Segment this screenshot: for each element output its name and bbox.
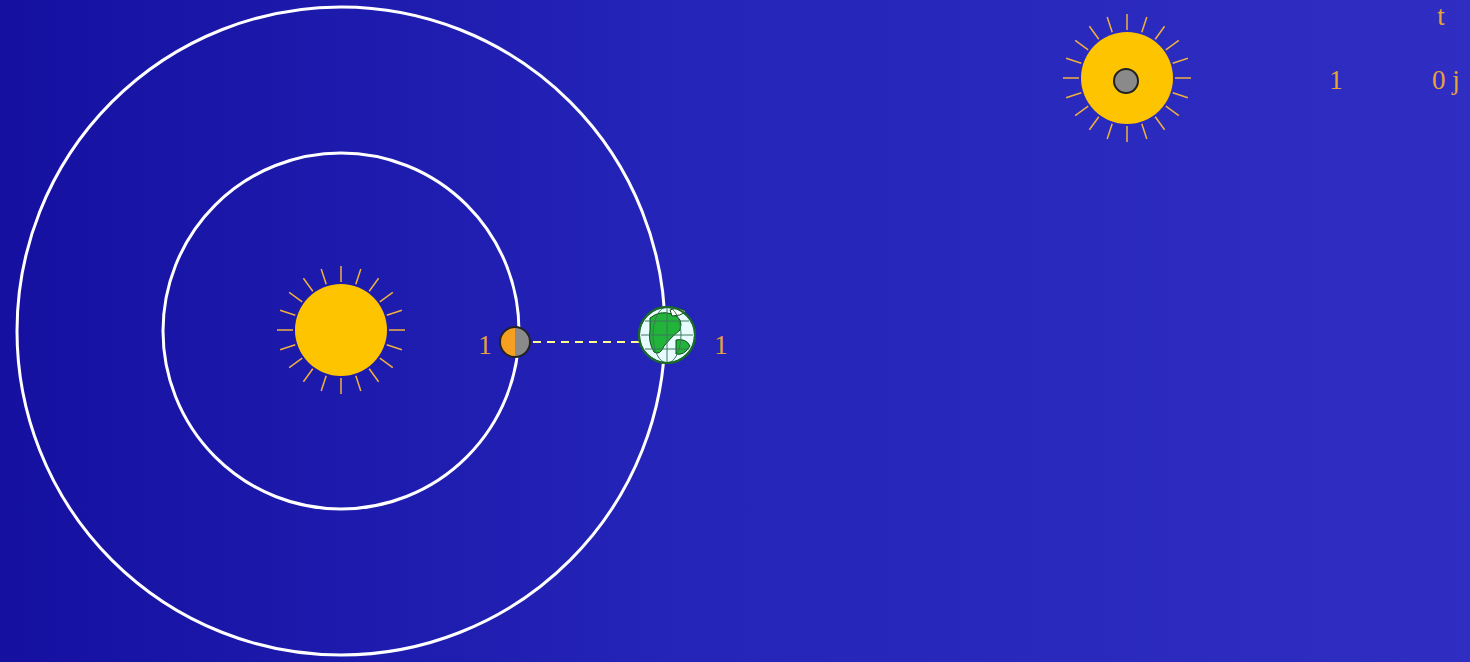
earth-globe [639, 307, 695, 363]
venus-orbit [163, 153, 519, 509]
position-number: 1 [1329, 67, 1343, 94]
venus [500, 327, 530, 357]
sight-line [533, 341, 640, 343]
sun-view [1081, 32, 1173, 124]
sun-rays [277, 266, 405, 394]
sun [295, 284, 387, 376]
sun-rays [1063, 14, 1191, 142]
venus-disc [1114, 69, 1138, 93]
time-heading: t [1437, 2, 1445, 29]
venus-marker: 1 [478, 332, 492, 359]
time-value: 0 j [1432, 67, 1460, 94]
earth-orbit [17, 7, 665, 655]
earth-marker: 1 [714, 332, 728, 359]
